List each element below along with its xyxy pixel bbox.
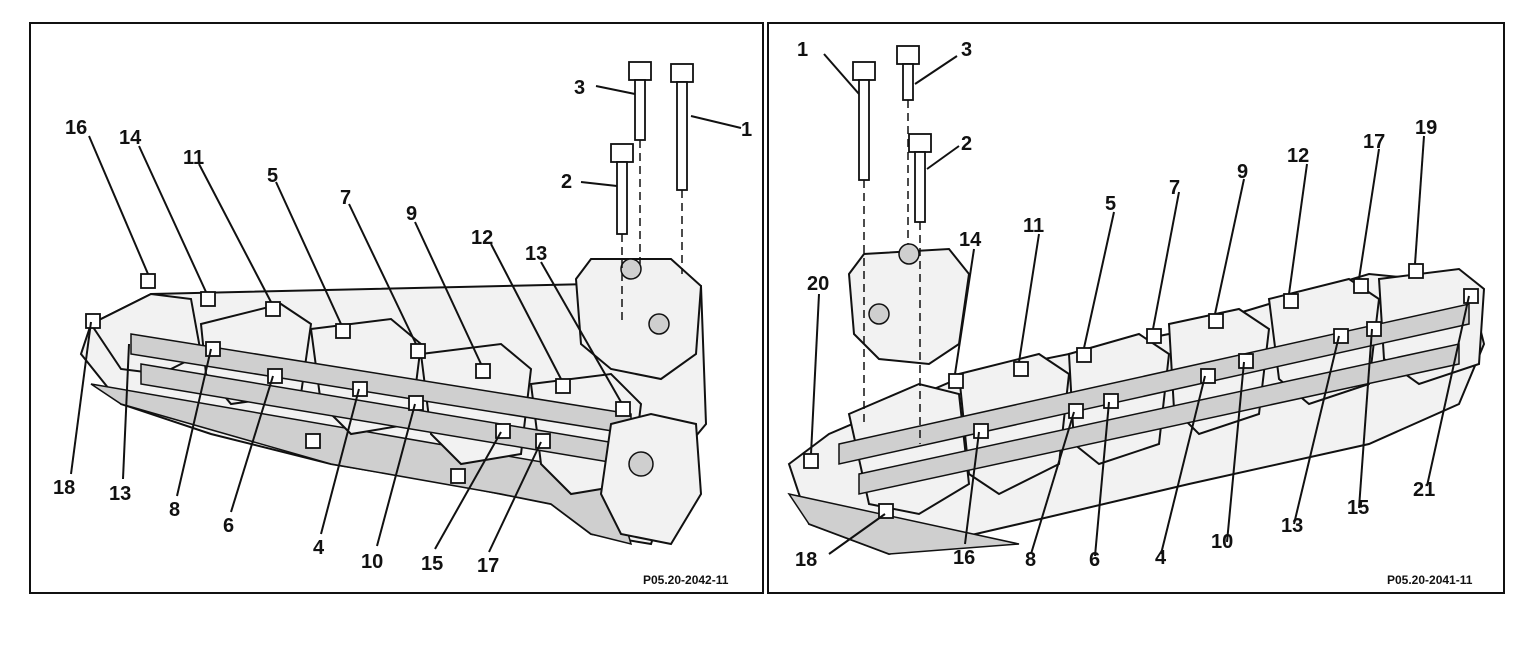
callout-5: 5: [267, 165, 278, 187]
callout-16: 16: [953, 547, 975, 569]
callout-11: 11: [1023, 215, 1044, 237]
callout-7: 7: [340, 187, 351, 209]
callout-3: 3: [574, 77, 585, 99]
figure-reference-right: P05.20-2041-11: [1387, 573, 1473, 587]
callout-16: 16: [65, 117, 87, 139]
callout-1: 1: [741, 119, 752, 141]
callout-19: 19: [1415, 117, 1437, 139]
diagram-panel-right: 1 3 2 20 14 11 5 7 9 12 17 19 18 16 8 6 …: [767, 22, 1505, 594]
callout-6: 6: [1089, 549, 1100, 571]
camshaft-assembly-drawing-left: 16 14 11 5 7 9 12 13 3 1 2 18 13 8 6 4 1…: [53, 61, 752, 587]
callout-17: 17: [477, 555, 499, 577]
leader-lines-left: [70, 85, 742, 553]
bolt-heads-left: [85, 273, 631, 484]
callout-20: 20: [807, 273, 829, 295]
callout-18: 18: [53, 477, 75, 499]
callout-18: 18: [795, 549, 817, 571]
figure-reference-left: P05.20-2042-11: [643, 573, 729, 587]
callout-9: 9: [1237, 161, 1248, 183]
callout-21: 21: [1413, 479, 1435, 501]
callout-4: 4: [313, 537, 325, 559]
bolt-heads-right: [803, 263, 1479, 519]
callout-12: 12: [1287, 145, 1309, 167]
callout-8: 8: [169, 499, 180, 521]
loose-bolts-left: [610, 61, 694, 324]
callout-3: 3: [961, 39, 972, 61]
callout-2: 2: [561, 171, 572, 193]
callout-1: 1: [797, 39, 808, 61]
callout-12: 12: [471, 227, 493, 249]
leader-lines-right: [810, 53, 1470, 557]
callout-13-top: 13: [525, 243, 547, 265]
camshaft-assembly-drawing-right: 1 3 2 20 14 11 5 7 9 12 17 19 18 16 8 6 …: [787, 39, 1486, 587]
callout-8: 8: [1025, 549, 1036, 571]
callout-17: 17: [1363, 131, 1385, 153]
callout-13: 13: [1281, 515, 1303, 537]
callout-15: 15: [1347, 497, 1369, 519]
callout-15: 15: [421, 553, 443, 575]
callout-10: 10: [1211, 531, 1233, 553]
callout-5: 5: [1105, 193, 1116, 215]
loose-bolts-right: [852, 45, 932, 444]
diagram-panel-left: 16 14 11 5 7 9 12 13 3 1 2 18 13 8 6 4 1…: [29, 22, 764, 594]
callout-10: 10: [361, 551, 383, 573]
callout-14: 14: [119, 127, 142, 149]
callout-4: 4: [1155, 547, 1167, 569]
callout-13-bottom: 13: [109, 483, 131, 505]
callout-14: 14: [959, 229, 982, 251]
callout-6: 6: [223, 515, 234, 537]
callout-11: 11: [183, 147, 204, 169]
callout-9: 9: [406, 203, 417, 225]
callout-7: 7: [1169, 177, 1180, 199]
callout-2: 2: [961, 133, 972, 155]
